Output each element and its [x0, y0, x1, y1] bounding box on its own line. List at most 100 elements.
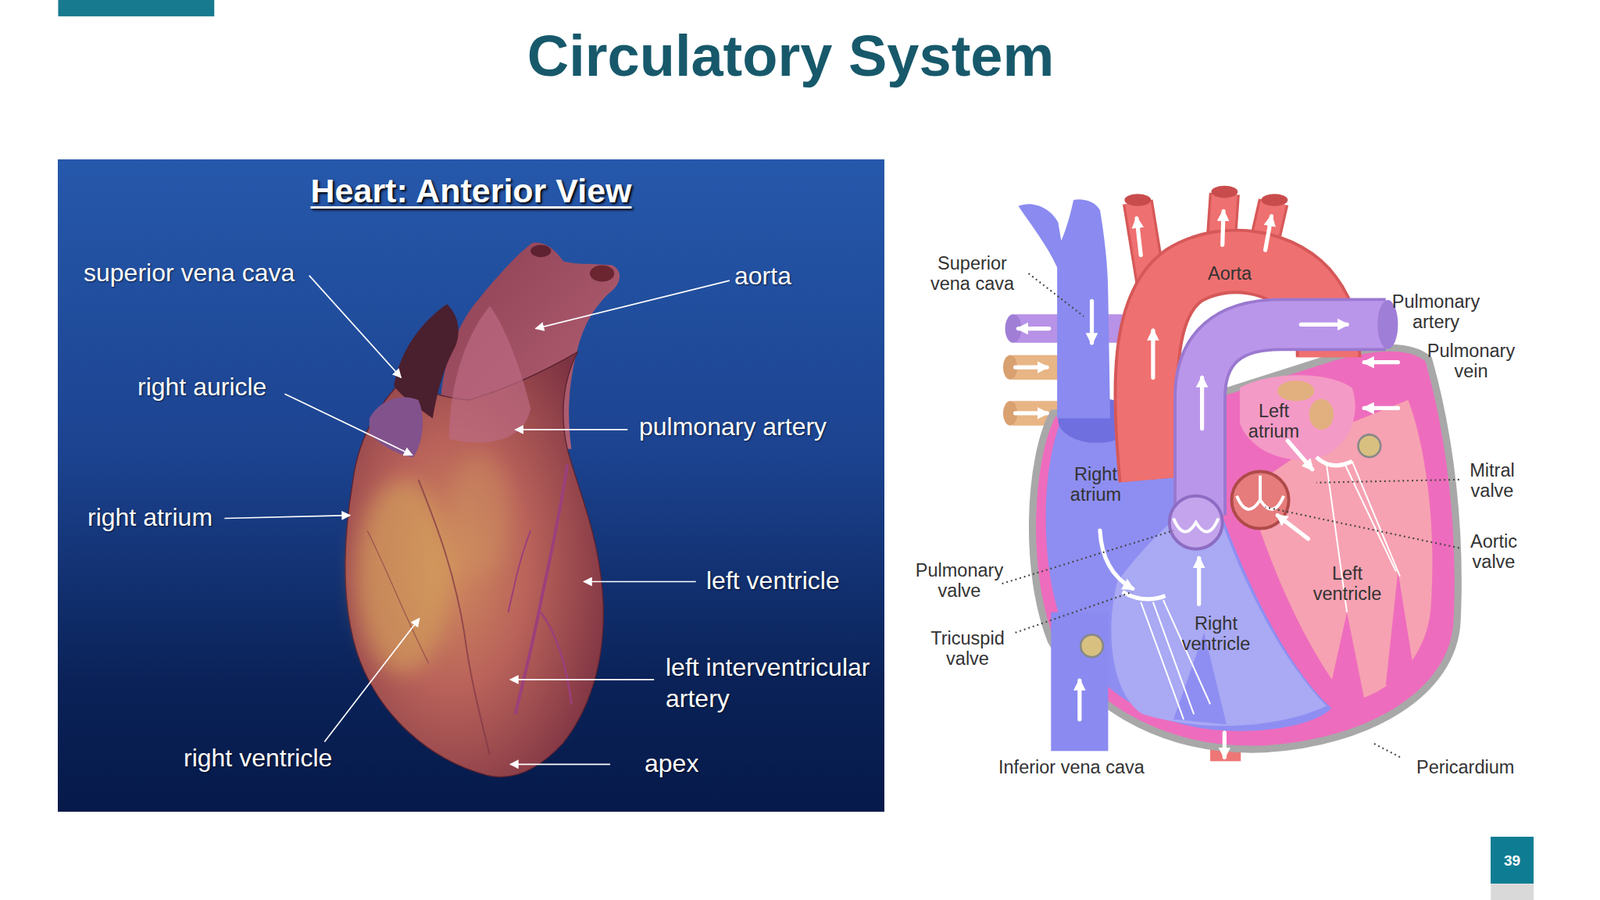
heart-diagram-part [1210, 185, 1238, 199]
diagram-part-label: Pericardium [1416, 757, 1515, 778]
heart-photo-part [449, 306, 531, 443]
leader-lines-part [510, 763, 611, 765]
heart-diagram-part-part [1364, 406, 1398, 411]
dotted-leaders-part [1028, 273, 1085, 317]
heart-photo-part [356, 479, 450, 674]
page-number: 39 [1503, 853, 1521, 868]
heart-diagram-part-part [1222, 210, 1224, 245]
heart-photo-part [369, 397, 423, 458]
heart-diagram-part-part [1089, 300, 1094, 343]
heart-diagram-part [1050, 612, 1108, 752]
heart-diagram-part [1316, 457, 1353, 466]
heart-photo-part [418, 479, 490, 756]
diagram-part-label: Inferior vena cava [998, 757, 1145, 778]
heart-photo-part [540, 612, 572, 705]
heart-diagram-part-part [1196, 557, 1201, 604]
diagram-part-label: Right atrium [1062, 464, 1129, 506]
diagram-part-label: Pulmonary vein [1420, 340, 1522, 383]
heart-diagram-part [1231, 471, 1289, 529]
heart-diagram-part-part [1222, 732, 1227, 758]
leader-lines-part [284, 393, 412, 455]
diagram-part-label: Left ventricle [1306, 563, 1389, 605]
slide-title: Circulatory System [321, 24, 1260, 88]
heart-diagram-part-part [1277, 515, 1308, 540]
dotted-leaders-part [1015, 592, 1133, 633]
heart-diagram-part [1385, 571, 1415, 686]
heart-diagram-part-part [1015, 410, 1047, 415]
heart-photo [345, 242, 620, 778]
page-number-box: 39 [1490, 836, 1534, 884]
heart-diagram-part-part [1136, 218, 1141, 256]
panel-heading: Heart: Anterior View [57, 171, 885, 211]
photo-part-label: superior vena cava [83, 257, 295, 289]
heart-diagram-part-part [1153, 602, 1194, 715]
heart-photo-part [449, 453, 511, 577]
heart-diagram-part-part [1364, 360, 1398, 365]
heart-diagram-part-part [1265, 216, 1272, 250]
leader-lines-part [324, 618, 419, 743]
heart-diagram-part [1277, 380, 1315, 401]
decor-bars [57, 0, 1534, 900]
leader-lines-part [515, 428, 629, 431]
heart-diagram-part [1012, 355, 1062, 380]
heart-photo-part [515, 464, 568, 715]
photo-part-label: pulmonary artery [639, 410, 827, 443]
heart-diagram-part-part [1077, 680, 1082, 720]
heart-diagram-part [1357, 434, 1381, 458]
heart-diagram-part-part [1150, 330, 1155, 378]
decor-bars-part [1490, 883, 1534, 900]
heart-diagram-part-part [1018, 326, 1050, 331]
diagram-part-label: Aorta [1207, 263, 1252, 284]
heart-diagram-part-part [1015, 365, 1047, 370]
leader-lines-part [583, 581, 697, 583]
heart-photo-part [530, 244, 551, 258]
heart-diagram-part [1309, 399, 1334, 430]
heart-diagram-part [1080, 634, 1104, 658]
photo-part-label: right auricle [137, 371, 267, 403]
diagram-part-label: Pulmonary valve [908, 560, 1011, 602]
heart-diagram-part [1124, 193, 1151, 207]
photo-part-label: aorta [734, 260, 792, 292]
heart-photo-part [589, 265, 615, 283]
diagram-part-label: Right ventricle [1175, 613, 1258, 655]
leader-lines-part [510, 678, 654, 681]
heart-diagram-part [1239, 375, 1356, 461]
heart-photo-part [367, 530, 429, 664]
dotted-leaders-part [1265, 507, 1460, 548]
dotted-leaders-part [1316, 479, 1460, 483]
heart-photo-part [507, 530, 531, 612]
heart-diagram-part [1140, 460, 1400, 719]
heart-diagram-part-part [1352, 460, 1400, 577]
heart-diagram-part [1173, 518, 1218, 533]
heart-diagram-part [1015, 210, 1399, 758]
diagram-part-label: Aortic valve [1462, 531, 1525, 573]
leader-lines-part [224, 515, 350, 519]
heart-diagram-part [1260, 193, 1288, 207]
dotted-leaders [1002, 273, 1460, 758]
heart-diagram-part [1326, 612, 1366, 705]
photo-part-label: right atrium [87, 501, 213, 533]
decor-bars-part [57, 0, 215, 17]
heart-diagram-part [1200, 324, 1386, 515]
diagram-part-label: Tricuspid valve [922, 628, 1013, 670]
heart-diagram-part [1169, 496, 1223, 550]
heart-diagram-part [1200, 324, 1386, 515]
dotted-leaders-part [1372, 742, 1400, 758]
heart-diagram-part-part [1100, 530, 1133, 589]
photo-part-label: right ventricle [183, 742, 333, 774]
heart-diagram-part-part [1140, 602, 1184, 720]
diagram-part-label: Left atrium [1240, 400, 1308, 443]
leader-lines [224, 275, 730, 765]
leader-lines-part [309, 275, 402, 379]
heart-diagram-part-part [1200, 377, 1204, 429]
heart-diagram-part [1018, 199, 1111, 418]
photo-part-label: left ventricle [706, 564, 840, 597]
heart-diagram-part [1258, 475, 1262, 500]
heart-diagram [1003, 185, 1458, 762]
leader-lines-part [535, 280, 730, 329]
dotted-leaders-part [1002, 530, 1174, 584]
heart-diagram-part-part [1344, 464, 1396, 572]
heart-diagram-part-part [1287, 440, 1312, 470]
diagram-part-label: Superior vena cava [923, 253, 1022, 295]
